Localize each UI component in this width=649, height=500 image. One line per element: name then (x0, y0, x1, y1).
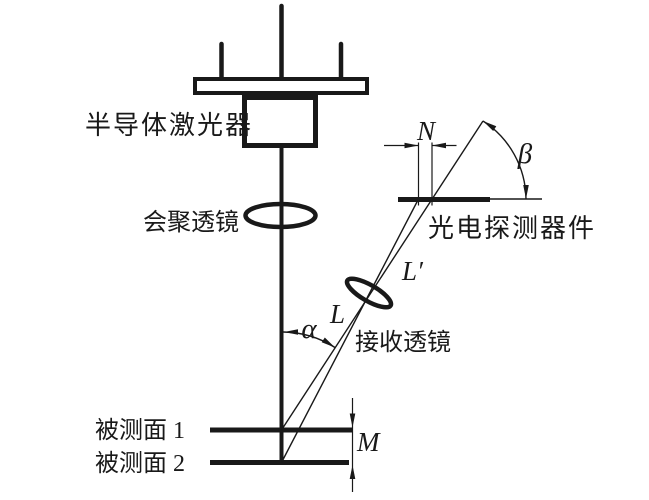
beta-angle (482, 120, 529, 200)
ray-from-surface1 (280, 120, 484, 431)
n-arrow-left-icon (404, 142, 419, 149)
alpha-arrow-left-icon (284, 329, 298, 335)
beta-symbol: β (517, 138, 533, 170)
l-symbol: L (329, 299, 345, 329)
laser-label: 半导体激光器 (85, 111, 253, 140)
alpha-angle (283, 329, 336, 349)
n-arrow-right-icon (432, 142, 446, 149)
laser-assembly (193, 3, 369, 148)
detector-label: 光电探测器件 (428, 214, 596, 243)
surface2-label: 被测面 2 (95, 450, 185, 477)
alpha-arrow-right-icon (321, 337, 335, 348)
m-arrow-up-icon (349, 465, 356, 479)
surface1-label: 被测面 1 (95, 417, 185, 444)
m-symbol: M (356, 427, 381, 457)
beta-arrow-top-icon (483, 121, 497, 131)
laser-body (242, 95, 318, 148)
condenser-lens-label: 会聚透镜 (143, 209, 239, 236)
alpha-symbol: α (301, 313, 317, 345)
n-dimension (384, 142, 457, 206)
ray-from-surface2 (280, 198, 420, 463)
n-symbol: N (416, 116, 437, 146)
m-arrow-down-icon (349, 413, 356, 428)
m-dimension (349, 398, 356, 492)
beta-arrow-bottom-icon (523, 185, 529, 199)
l-prime-symbol: L′ (401, 256, 424, 286)
receiver-lens-label: 接收透镜 (355, 329, 451, 356)
condenser-lens-icon (243, 201, 318, 230)
laser-flange (193, 77, 369, 95)
